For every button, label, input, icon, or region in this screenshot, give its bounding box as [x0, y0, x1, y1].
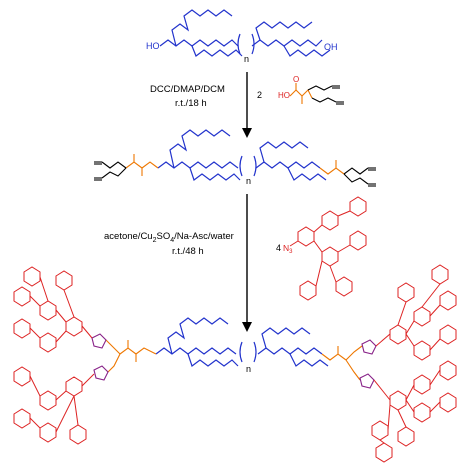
- product-left-dendrons: [13, 266, 95, 445]
- step1-time: r.t./18 h: [175, 98, 207, 109]
- product-right-dendrons: [371, 264, 457, 463]
- step2-conditions-main: acetone/Cu: [104, 231, 153, 242]
- start-hydroxyl-left: HO: [146, 41, 160, 51]
- step2-conditions: acetone/Cu2SO4/Na-Asc/water: [104, 231, 234, 244]
- reagent-o-label: O: [293, 75, 299, 84]
- reagent-bis-propargyl-acid: [289, 83, 313, 104]
- step2-time: r.t./48 h: [172, 246, 204, 257]
- reaction-arrow-1: [242, 72, 252, 138]
- azide-dendron-reagent: [289, 196, 367, 301]
- step2-equiv: 4: [276, 243, 281, 253]
- product-left-triazoles: [91, 333, 109, 381]
- step1-equiv: 2: [257, 90, 262, 100]
- step2-conditions-sub: 2: [152, 236, 157, 244]
- reagent-ho-label: HO: [278, 91, 290, 100]
- reaction-arrow-2: [242, 194, 252, 332]
- step2-conditions-sub2: 4: [170, 236, 175, 244]
- start-repeat-n: n: [244, 54, 249, 64]
- product-right-linker: [321, 345, 363, 381]
- product-left-linker: [105, 339, 157, 373]
- intermediate-peg-core: [157, 129, 327, 181]
- step2-conditions-rest: SO: [156, 231, 171, 242]
- start-hydroxyl-right: OH: [324, 42, 338, 52]
- product-peg-core: [155, 317, 329, 367]
- azide-label: N3: [283, 243, 293, 255]
- intermediate-right-alkynes: [343, 167, 376, 187]
- azide-main: N: [283, 243, 289, 253]
- intermediate-left-linker: [125, 154, 159, 176]
- intermediate-repeat-n: n: [246, 176, 251, 186]
- intermediate-right-linker: [319, 160, 345, 175]
- product-right-triazoles: [359, 339, 377, 389]
- reagent-propargyl-arms: [307, 85, 344, 105]
- step2-conditions-tail: /Na-Asc/water: [174, 231, 234, 242]
- product-repeat-n: n: [246, 364, 251, 374]
- step1-conditions: DCC/DMAP/DCM: [150, 84, 225, 95]
- starting-peg-diol: [159, 9, 331, 57]
- intermediate-left-alkynes: [94, 161, 127, 181]
- azide-sub: 3: [289, 249, 293, 255]
